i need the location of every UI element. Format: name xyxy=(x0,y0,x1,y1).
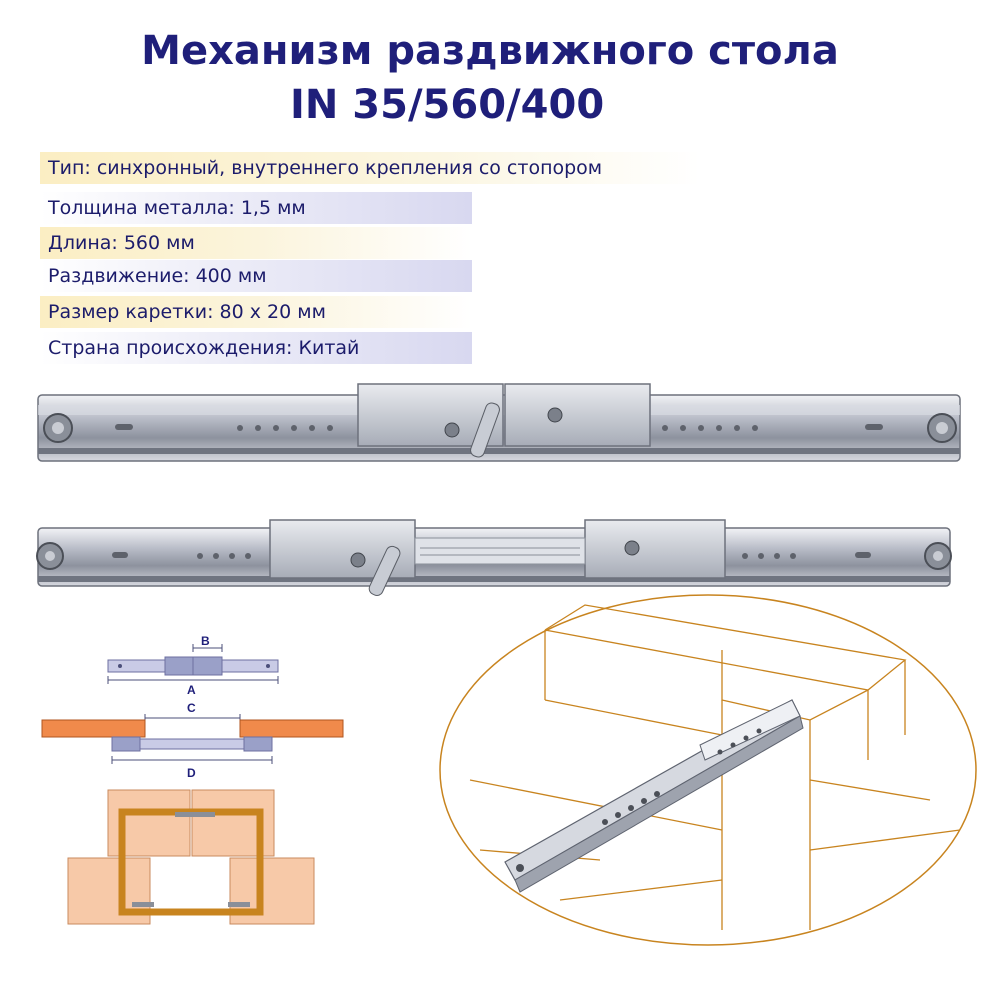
table-top-view-diagram xyxy=(67,789,315,925)
installation-detail xyxy=(439,594,977,946)
spec-carriage-size: Размер каретки: 80 x 20 мм xyxy=(40,296,472,328)
spec-length: Длина: 560 мм xyxy=(40,227,472,259)
spec-thickness: Толщина металла: 1,5 мм xyxy=(40,192,472,224)
product-title: Механизм раздвижного стола xyxy=(141,28,839,74)
rail-detail xyxy=(504,699,804,893)
label-a: A xyxy=(187,683,196,697)
mechanism-closed-photo xyxy=(37,383,961,462)
mechanism-extended-photo xyxy=(36,519,952,596)
dimension-diagram-ab: B A xyxy=(107,634,279,697)
label-b: B xyxy=(201,634,210,648)
spec-origin: Страна происхождения: Китай xyxy=(40,332,472,364)
product-model: IN 35/560/400 xyxy=(290,82,605,128)
spec-extension: Раздвижение: 400 мм xyxy=(40,260,472,292)
dimension-diagram-cd: C D xyxy=(41,701,344,780)
spec-type: Тип: синхронный, внутреннего крепления с… xyxy=(40,152,700,184)
label-c: C xyxy=(187,701,196,715)
label-d: D xyxy=(187,766,196,780)
